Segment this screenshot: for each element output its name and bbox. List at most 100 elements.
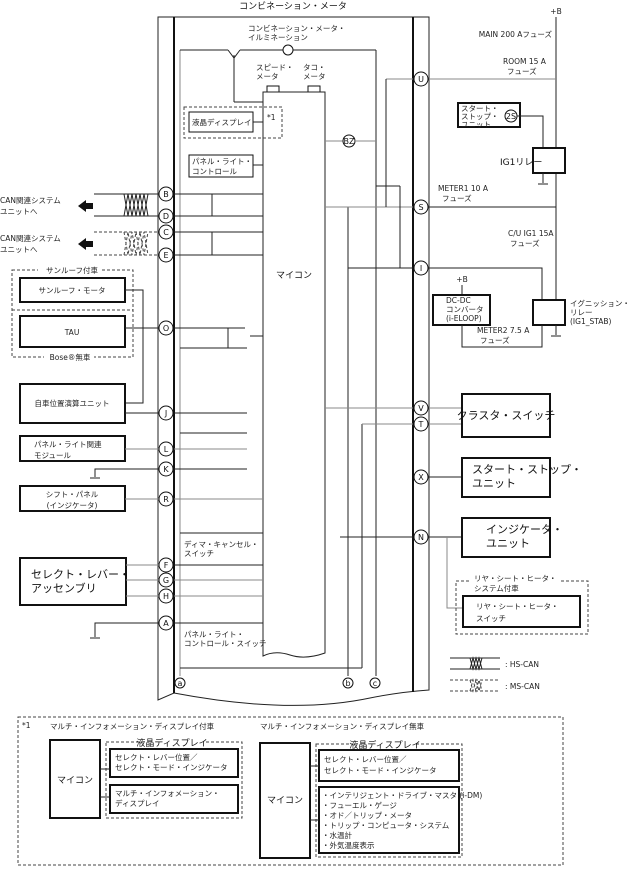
panel-light-module-label-2: モジュール [34,451,71,460]
can2-label: CAN関連システム [0,233,61,243]
ig1-relay-label: IG1リレー [500,158,542,168]
select-lever-pos-box [109,748,239,778]
panel-light-control-label-2: コントロール [192,167,237,176]
start-stop-top-label: スタート・ [461,104,499,113]
display-items-list: ・インテリジェント・ドライブ・マスタ (i-DM) ・フューエル・ゲージ ・オド… [322,790,482,850]
select-lever-label: セレクト・レバー・ [31,568,130,581]
list-item: ・フューエル・ゲージ [322,801,397,810]
svg-text:I: I [420,264,422,273]
ground-icon [538,173,548,185]
can1-label-2: ユニットへ [0,207,38,216]
buzzer-label: BZ [344,137,355,146]
rear-seat-switch-label: リヤ・シート・ヒータ・ [476,602,559,611]
connector-E: E [158,247,174,263]
connector-X: X [413,469,429,485]
position-unit-label: 自車位置演算ユニット [35,398,110,408]
connector-A: A [158,615,174,631]
select-lever-label-2: アッセンブリ [31,581,97,595]
rear-seat-heater-switch-box [462,595,581,628]
rear-seat-group-label: リヤ・シート・ヒータ・ [474,574,557,583]
legend-ms-can: : MS-CAN [505,682,540,691]
select-lever-pos-box-2 [318,749,460,782]
tachometer-icon [307,85,321,93]
right-connectors: U S I V T X N [413,71,429,545]
ground-icon [551,325,561,337]
ignition-relay-box [532,299,566,326]
illumination-label-2: イルミネーション [248,33,308,42]
can1-label: CAN関連システム [0,195,61,205]
plus-b2-label: +B [456,275,467,284]
mid-label: マルチ・インフォメーション・ [115,789,220,798]
list-item: ・オド／トリップ・メータ [322,811,412,820]
lcd-optional-group [183,106,283,139]
footnote-micon-box [49,739,101,819]
svg-text:N: N [418,533,424,542]
arrow-left-icon [78,200,93,212]
ground-refs: a b c [174,677,381,689]
sunroof-group-label: サンルーフ付車 [46,265,99,275]
indicator-unit-label-2: ユニット [486,537,530,550]
ignition-relay-label: イグニッション・ [570,298,627,308]
svg-text:O: O [163,324,169,333]
svg-text:F: F [164,561,169,570]
connector-K: K [158,461,174,477]
svg-text:K: K [163,465,169,474]
connector-J: J [158,405,174,421]
speedometer-label-2: メータ [256,72,279,81]
list-item: ・水温計 [322,830,352,840]
ground-icon [90,622,159,639]
connector-V: V [413,400,429,416]
dcdc-label-2: コンバータ [446,305,484,314]
tau-label: TAU [64,328,80,337]
diagram-title: コンビネーション・メータ [239,1,347,12]
svg-text:C: C [163,228,169,237]
svg-text:D: D [163,212,169,221]
meter1-fuse-label: METER1 10 A [438,184,489,193]
start-stop-top-label-2: ストップ・ [461,112,499,121]
note-ref: *1 [267,113,276,122]
legend-hs-can: : HS-CAN [505,660,539,669]
with-mid-label: マルチ・インフォメーション・ディスプレイ付車 [50,721,215,731]
pin-2s-label: 2S [506,112,516,121]
meter2-fuse-label-2: フューズ [480,335,510,345]
ignition-relay-label-2: リレー [570,308,593,317]
without-mid-label: マルチ・インフォメーション・ディスプレイ無車 [260,721,425,731]
svg-text:U: U [418,75,424,84]
speedometer-icon [266,85,280,93]
footnote-micon-label-2: マイコン [267,796,303,806]
hs-can-twist [123,193,149,217]
speedometer-label: スピード・ [256,63,294,72]
rear-seat-switch-label-2: スイッチ [476,614,506,623]
select-lever-pos-label: セレクト・レバー位置／ [115,752,198,762]
sunroof-motor-label: サンルーフ・モータ [38,286,105,295]
connector-H: H [158,588,174,604]
connector-S: S [413,199,429,215]
legend: : HS-CAN : MS-CAN [450,656,540,693]
select-lever-pos-label-4: セレクト・モード・インジケータ [324,766,437,775]
dimmer-cancel-switch-label: ディマ・キャンセル・ [184,539,258,549]
svg-text:R: R [163,495,169,504]
start-stop-unit-box [461,457,551,498]
mid-label-2: ディスプレイ [115,798,159,808]
list-item: ・インテリジェント・ドライブ・マスタ (i-DM) [322,790,482,800]
meter1-fuse-label-2: フューズ [442,193,472,203]
dcdc-label-3: (i-ELOOP) [446,314,482,323]
meter2-fuse-label: METER2 7.5 A [477,326,530,335]
panel-light-control-label: パネル・ライト・ [192,157,252,166]
svg-text:X: X [418,473,424,482]
connector-D: D [158,208,174,224]
tachometer-label-2: メータ [303,72,326,81]
panel-light-switch-label-2: コントロール・スイッチ [184,639,267,648]
svg-text:S: S [418,203,423,212]
micon-block [262,91,326,658]
connector-N: N [413,529,429,545]
indicator-unit-box [461,517,551,558]
start-stop-top-label-3: ユニット [461,120,491,129]
room-fuse-label: ROOM 15 A [503,57,547,66]
ms-can-twist [123,231,149,256]
mid-box [109,784,239,814]
footnote-box [17,716,564,866]
connector-F: F [158,557,174,573]
cu-ig1-fuse-label: C/U IG1 15A [508,229,554,238]
